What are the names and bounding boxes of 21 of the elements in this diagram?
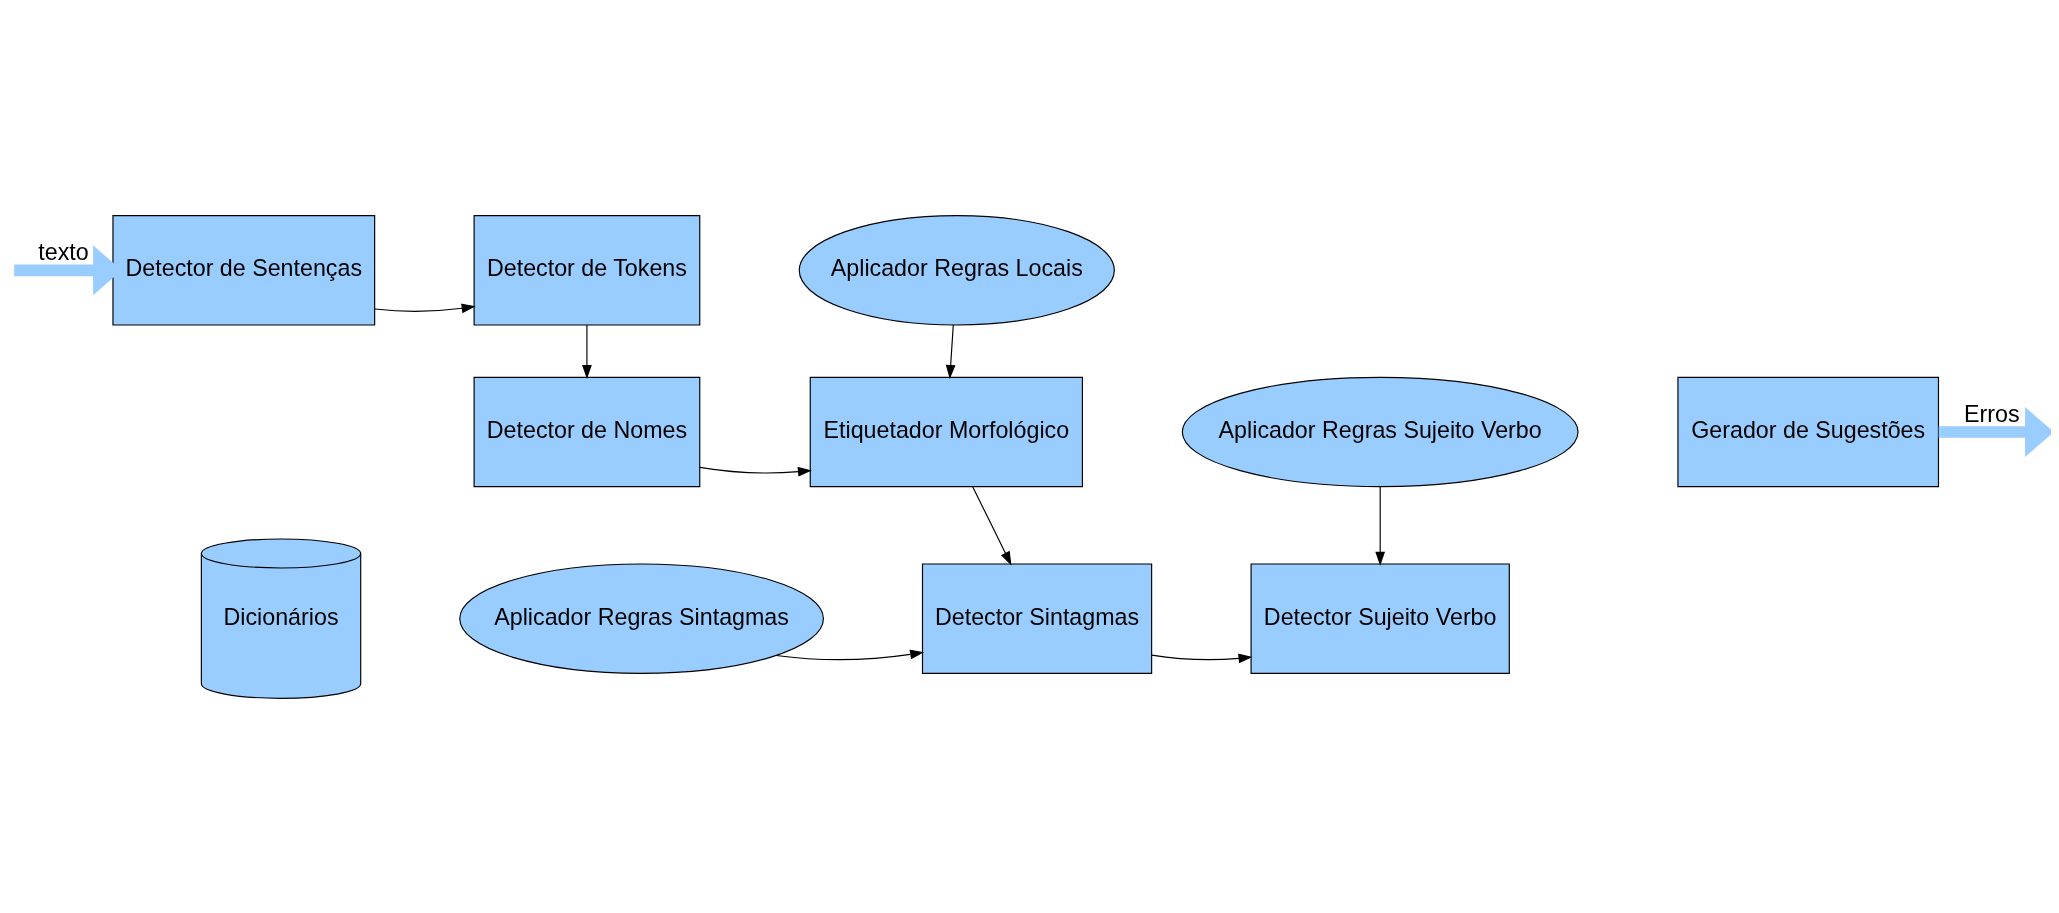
- edge-label: texto: [38, 238, 89, 265]
- arrow: [972, 485, 1012, 566]
- node-box: Detector de Sentenças: [112, 214, 376, 326]
- arrow: [699, 466, 812, 477]
- node-box: Detector Sintagmas: [921, 562, 1153, 674]
- node-box: Etiquetador Morfológico: [809, 376, 1083, 487]
- arrow: [1375, 485, 1386, 566]
- arrow: [945, 323, 956, 379]
- node-box: Detector de Nomes: [473, 376, 701, 487]
- node-box: Gerador de Sugestões: [1677, 376, 1940, 487]
- arrow: [374, 303, 476, 313]
- node-box: Detector Sujeito Verbo: [1250, 562, 1510, 674]
- node-box: Detector de Tokens: [473, 214, 701, 326]
- node-ellipse: Aplicador Regras Sintagmas: [459, 562, 824, 674]
- node-ellipse: Aplicador Regras Locais: [798, 214, 1115, 326]
- arrow: [582, 323, 592, 379]
- arrow: [775, 649, 925, 660]
- arrow: [1151, 653, 1253, 663]
- node-ellipse: Aplicador Regras Sujeito Verbo: [1181, 376, 1579, 487]
- arrow: [1938, 406, 2051, 457]
- edge-label: Erros: [1963, 400, 2020, 427]
